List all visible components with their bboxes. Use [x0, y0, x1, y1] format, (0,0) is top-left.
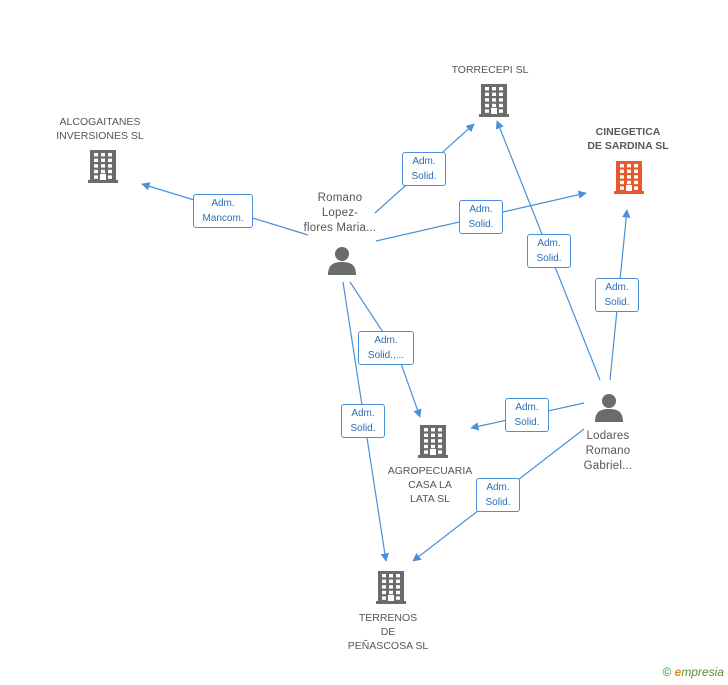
company-label-cinegetica[interactable]: CINEGETICA DE SARDINA SL — [587, 126, 669, 152]
edge-label-lodares-cinegetica: Adm. Solid. — [595, 278, 639, 312]
person-label-lodares[interactable]: Lodares Romano Gabriel... — [583, 430, 633, 472]
edge-label-romano-torrecepi: Adm. Solid. — [402, 152, 446, 186]
edge-label-romano-agropecuaria: Adm. Solid.,... — [358, 331, 414, 365]
company-label-alcogaitanes[interactable]: ALCOGAITANES INVERSIONES SL — [56, 116, 144, 142]
company-label-torrecepi[interactable]: TORRECEPI SL — [451, 64, 529, 76]
person-icon — [595, 394, 623, 422]
building-icon — [376, 571, 406, 604]
edge-label-romano-alcogaitanes: Adm. Mancom. — [193, 194, 253, 228]
edge-label-lodares-terrenos: Adm. Solid. — [476, 478, 520, 512]
brand-logo: empresia — [674, 665, 724, 679]
copyright-symbol: © — [662, 665, 672, 679]
person-icon — [328, 247, 356, 275]
building-icon — [88, 150, 118, 183]
building-icon — [418, 425, 448, 458]
footer-brand[interactable]: © empresia — [662, 665, 724, 679]
edge-label-romano-cinegetica: Adm. Solid. — [459, 200, 503, 234]
edge-label-romano-terrenos: Adm. Solid. — [341, 404, 385, 438]
company-label-agropecuaria[interactable]: AGROPECUARIA CASA LA LATA SL — [387, 465, 473, 505]
building-icon — [614, 161, 644, 194]
edge-label-lodares-agropecuaria: Adm. Solid. — [505, 398, 549, 432]
edge-label-lodares-torrecepi: Adm. Solid. — [527, 234, 571, 268]
building-icon — [479, 84, 509, 117]
person-label-romano[interactable]: Romano Lopez- flores Maria... — [303, 192, 377, 234]
company-label-terrenos[interactable]: TERRENOS DE PEÑASCOSA SL — [347, 612, 429, 652]
